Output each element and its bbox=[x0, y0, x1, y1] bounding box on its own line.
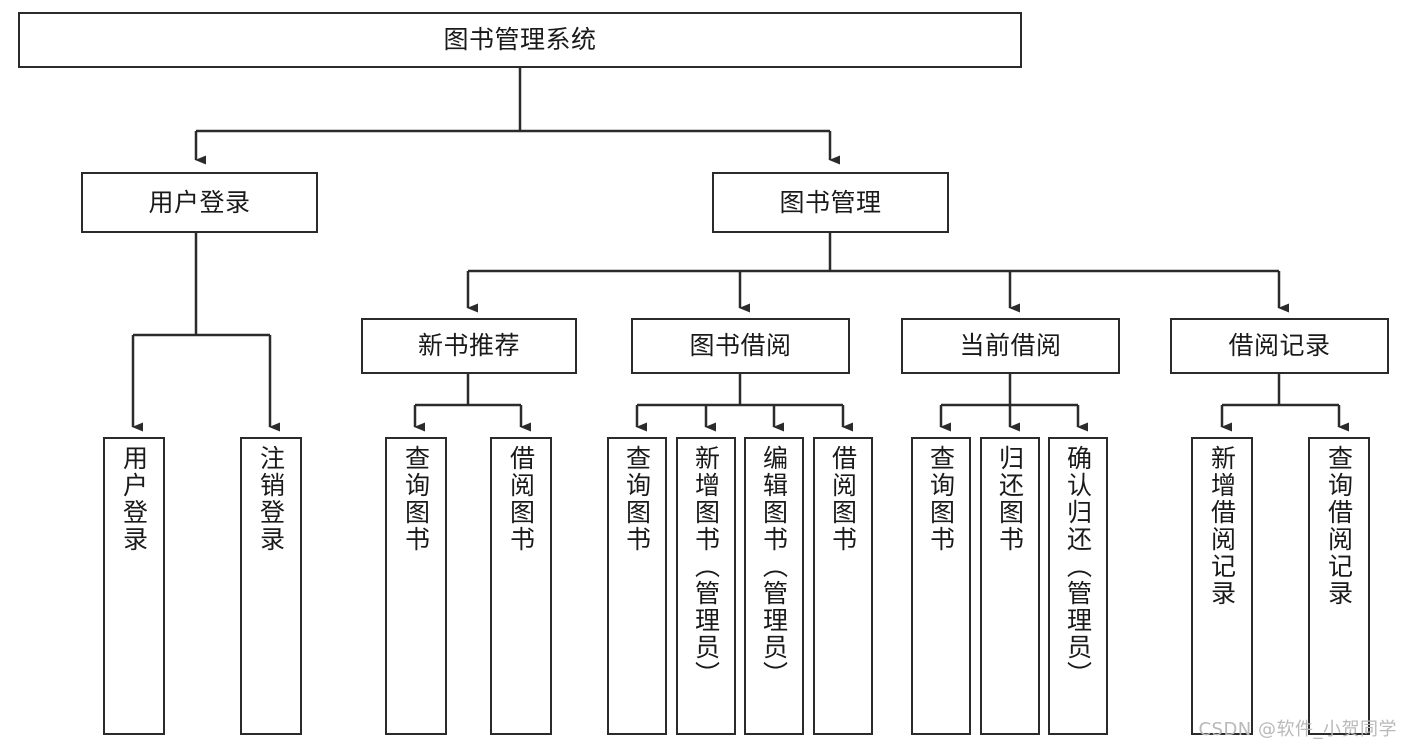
node-current-borrow[interactable]: 当前借阅 bbox=[901, 318, 1120, 374]
node-user-login[interactable]: 用户登录 bbox=[81, 172, 318, 233]
node-label: 用户登录 bbox=[119, 445, 149, 553]
node-label: 图书借阅 bbox=[689, 331, 792, 361]
node-book-borrow[interactable]: 图书借阅 bbox=[631, 318, 850, 374]
csdn-watermark: CSDN @软件_小贺同学 bbox=[1198, 719, 1397, 740]
node-label: 借阅记录 bbox=[1228, 331, 1331, 361]
node-leaf-user-login[interactable]: 用户登录 bbox=[103, 437, 165, 735]
node-label: 编辑图书（管理员） bbox=[759, 445, 789, 688]
node-leaf-query-borrow-record[interactable]: 查询借阅记录 bbox=[1308, 437, 1370, 735]
node-leaf-return-book[interactable]: 归还图书 bbox=[980, 437, 1040, 735]
node-leaf-query-book-current[interactable]: 查询图书 bbox=[911, 437, 971, 735]
node-leaf-confirm-return-admin[interactable]: 确认归还（管理员） bbox=[1048, 437, 1108, 735]
node-label: 当前借阅 bbox=[959, 331, 1062, 361]
node-leaf-borrow-book[interactable]: 借阅图书 bbox=[813, 437, 873, 735]
node-label: 借阅图书 bbox=[828, 445, 858, 553]
node-leaf-query-book-recommend[interactable]: 查询图书 bbox=[385, 437, 447, 735]
node-leaf-add-book-admin[interactable]: 新增图书（管理员） bbox=[676, 437, 736, 735]
node-label: 新增图书（管理员） bbox=[691, 445, 721, 688]
node-label: 新增借阅记录 bbox=[1207, 445, 1237, 607]
node-label: 查询图书 bbox=[401, 445, 431, 553]
node-leaf-edit-book-admin[interactable]: 编辑图书（管理员） bbox=[744, 437, 804, 735]
node-new-book-recommend[interactable]: 新书推荐 bbox=[361, 318, 577, 374]
node-label: 图书管理系统 bbox=[443, 25, 597, 55]
node-label: 新书推荐 bbox=[417, 331, 520, 361]
node-label: 查询图书 bbox=[622, 445, 652, 553]
node-label: 图书管理 bbox=[779, 187, 882, 217]
node-label: 用户登录 bbox=[148, 187, 251, 217]
node-leaf-add-borrow-record[interactable]: 新增借阅记录 bbox=[1191, 437, 1253, 735]
node-borrow-record[interactable]: 借阅记录 bbox=[1170, 318, 1389, 374]
node-leaf-logout[interactable]: 注销登录 bbox=[240, 437, 302, 735]
node-label: 借阅图书 bbox=[506, 445, 536, 553]
node-leaf-query-book-borrow[interactable]: 查询图书 bbox=[607, 437, 667, 735]
node-label: 查询图书 bbox=[926, 445, 956, 553]
node-root-system[interactable]: 图书管理系统 bbox=[18, 12, 1022, 68]
node-label: 注销登录 bbox=[256, 445, 286, 553]
node-label: 查询借阅记录 bbox=[1324, 445, 1354, 607]
node-book-management[interactable]: 图书管理 bbox=[712, 172, 949, 233]
node-label: 归还图书 bbox=[995, 445, 1025, 553]
node-leaf-borrow-book-recommend[interactable]: 借阅图书 bbox=[490, 437, 552, 735]
node-label: 确认归还（管理员） bbox=[1063, 445, 1093, 688]
